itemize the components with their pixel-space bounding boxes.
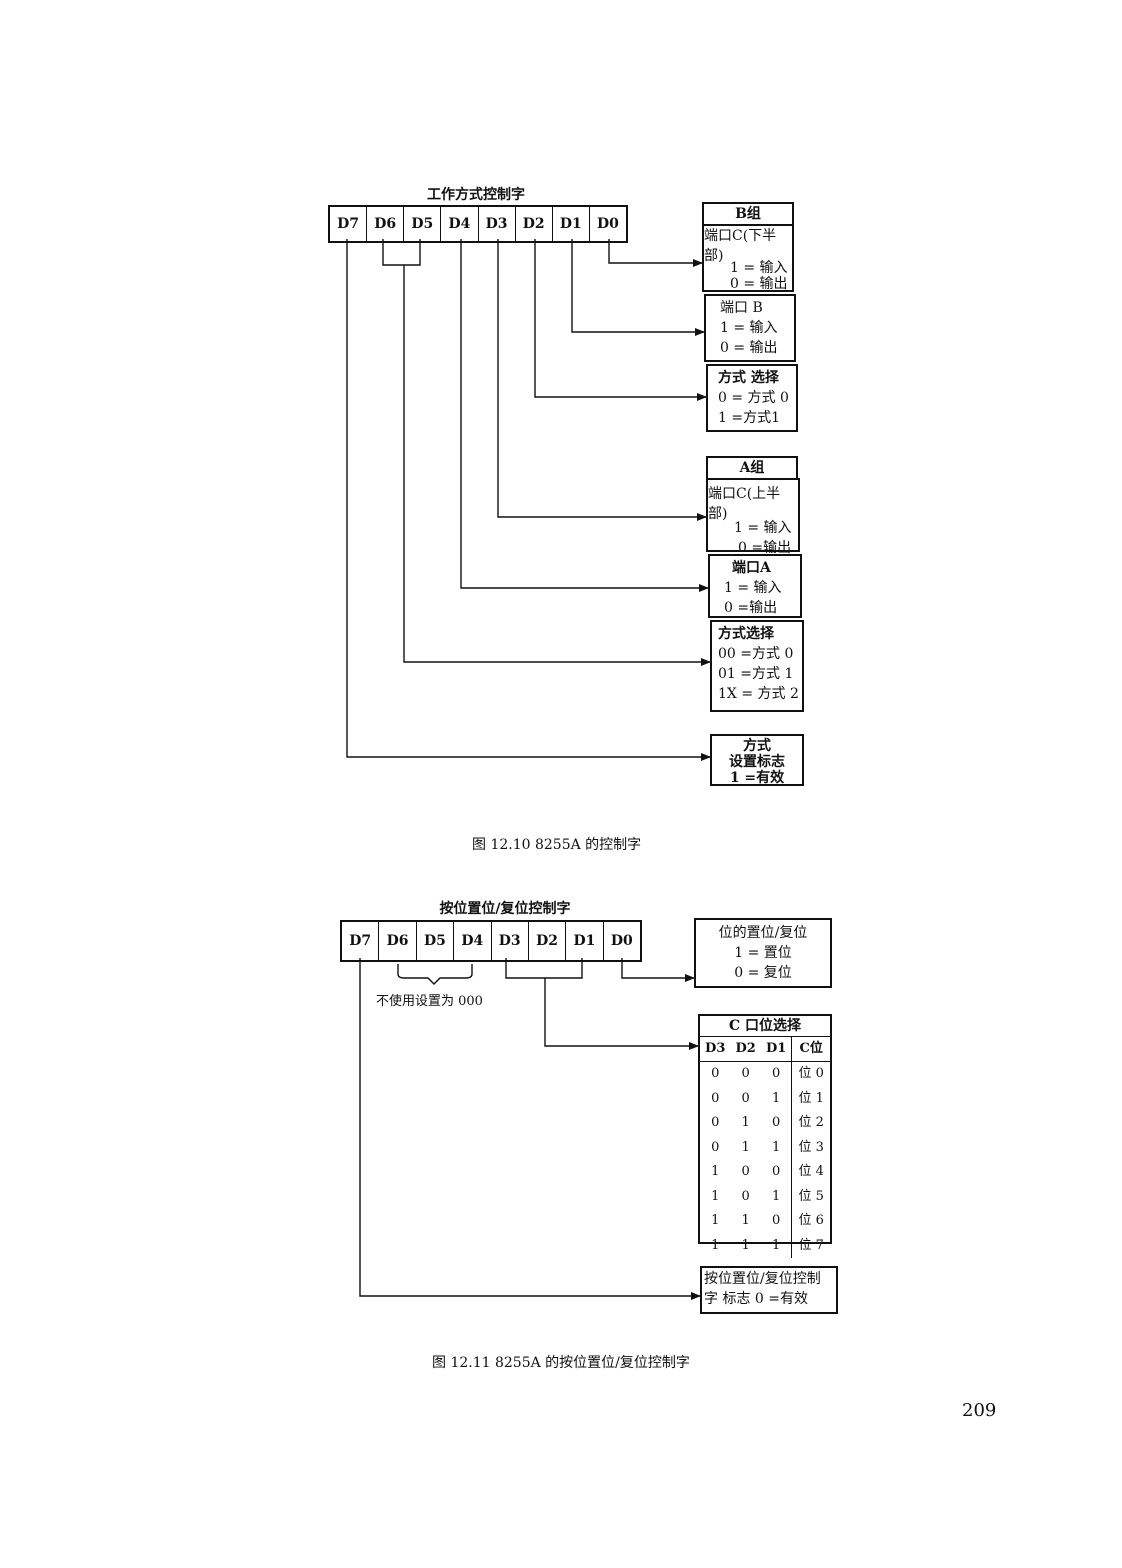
col-header: D2 bbox=[730, 1037, 761, 1062]
fig1-bit-d0: D0 bbox=[596, 216, 619, 232]
table-row: 0 0 0 位 0 bbox=[700, 1061, 830, 1087]
wire-d1 bbox=[571, 239, 705, 336]
fig1-bit-d3: D3 bbox=[479, 207, 516, 241]
fig2-bit-d4: D4 bbox=[454, 922, 492, 960]
group-a-mode-select-box: 方式选择 00 =方式 0 01 =方式 1 1X = 方式 2 bbox=[710, 620, 804, 712]
fig2-bit-d1: D1 bbox=[566, 922, 604, 960]
fig1-bit-d7: D7 bbox=[330, 207, 368, 241]
fig1-bit-d6: D6 bbox=[367, 207, 405, 241]
table-cell: 0 bbox=[772, 1164, 781, 1180]
set-reset-box: 位的置位/复位 1 = 置位 0 = 复位 bbox=[694, 918, 832, 988]
port-c-lower-box: 端口C(下半 部) 1 = 输入 0 = 输出 bbox=[702, 224, 794, 292]
fig2-register: D7 D6 D5 D4 D3 D2 D1 D0 bbox=[340, 920, 642, 962]
unused-bits-note: 不使用设置为 000 bbox=[376, 994, 483, 1009]
table-cell: 0 bbox=[772, 1066, 781, 1082]
fig1-bit-d1: D1 bbox=[553, 207, 590, 241]
table-cell: 位 6 bbox=[791, 1209, 830, 1234]
table-row: 1 0 1 位 5 bbox=[700, 1184, 830, 1209]
table-cell: 1 bbox=[711, 1164, 720, 1180]
table-cell: 0 bbox=[772, 1115, 781, 1131]
col-header: D3 bbox=[700, 1037, 731, 1062]
table-cell: 位 2 bbox=[791, 1111, 830, 1136]
fig2-bit-d6: D6 bbox=[379, 922, 417, 960]
wire-d6-d5 bbox=[403, 265, 711, 666]
table-row: 0 1 1 位 3 bbox=[700, 1135, 830, 1160]
table-cell: 1 bbox=[711, 1213, 720, 1229]
c-bit-select-header: C 口位选择 bbox=[700, 1016, 830, 1037]
group-b-header: B组 bbox=[702, 202, 794, 226]
group-b-mode-select-box: 方式 选择 0 = 方式 0 1 =方式1 bbox=[706, 364, 798, 432]
table-row: 0 1 0 位 2 bbox=[700, 1111, 830, 1136]
fig1-register: D7 D6 D5 D4 D3 D2 D1 D0 bbox=[328, 205, 628, 243]
table-cell: 1 bbox=[772, 1188, 781, 1204]
table-cell: 0 bbox=[711, 1090, 720, 1106]
wire-d3 bbox=[497, 239, 707, 521]
fig2-bit-d2: D2 bbox=[529, 922, 567, 960]
table-cell: 1 bbox=[711, 1237, 720, 1253]
fig1-bit-d4: D4 bbox=[441, 207, 479, 241]
table-cell: 位 1 bbox=[791, 1086, 830, 1111]
table-row: 1 0 0 位 4 bbox=[700, 1160, 830, 1185]
table-cell: 1 bbox=[772, 1237, 781, 1253]
table-cell: 1 bbox=[741, 1213, 750, 1229]
table-cell: 0 bbox=[711, 1066, 720, 1082]
fig1-register-title: 工作方式控制字 bbox=[427, 187, 525, 203]
wire2-d3-d1 bbox=[544, 978, 699, 1050]
port-b-box: 端口 B 1 = 输入 0 = 输出 bbox=[704, 294, 796, 362]
fig1-bit-d5: D5 bbox=[404, 207, 442, 241]
fig2-bit-d3: D3 bbox=[492, 922, 529, 960]
table-cell: 0 bbox=[711, 1115, 720, 1131]
table-cell: 0 bbox=[711, 1139, 720, 1155]
mode-flag-box: 方式 设置标志 1 =有效 bbox=[710, 734, 804, 786]
table-cell: 0 bbox=[741, 1164, 750, 1180]
fig2-bit-d7: D7 bbox=[342, 922, 380, 960]
table-cell: 0 bbox=[772, 1213, 781, 1229]
wire2-unused-brace bbox=[397, 964, 473, 985]
bit-set-reset-flag-box: 按位置位/复位控制 字 标志 0 =有效 bbox=[700, 1266, 838, 1314]
table-cell: 位 0 bbox=[791, 1061, 830, 1087]
table-cell: 1 bbox=[741, 1237, 750, 1253]
table-cell: 1 bbox=[711, 1188, 720, 1204]
table-cell: 位 5 bbox=[791, 1184, 830, 1209]
table-cell: 位 3 bbox=[791, 1135, 830, 1160]
fig2-caption: 图 12.11 8255A 的按位置位/复位控制字 bbox=[432, 1355, 690, 1371]
page-number: 209 bbox=[962, 1400, 997, 1421]
wire-d4 bbox=[460, 239, 709, 592]
table-cell: 位 4 bbox=[791, 1160, 830, 1185]
col-header: C位 bbox=[791, 1037, 830, 1062]
table-cell: 位 7 bbox=[791, 1233, 830, 1258]
wire-d7 bbox=[346, 239, 711, 761]
fig1-caption: 图 12.10 8255A 的控制字 bbox=[472, 837, 642, 853]
fig2-register-title: 按位置位/复位控制字 bbox=[439, 901, 571, 917]
port-c-upper-box: 端口C(上半 部) 1 = 输入 0 =输出 bbox=[706, 478, 800, 556]
table-cell: 0 bbox=[741, 1066, 750, 1082]
table-cell: 1 bbox=[741, 1115, 750, 1131]
port-a-box: 端口A 1 = 输入 0 =输出 bbox=[708, 554, 802, 618]
wire-d2 bbox=[534, 239, 707, 401]
table-row: 1 1 0 位 6 bbox=[700, 1209, 830, 1234]
table-row: 0 0 1 位 1 bbox=[700, 1086, 830, 1111]
fig1-bit-d2: D2 bbox=[516, 207, 553, 241]
table-cell: 1 bbox=[772, 1139, 781, 1155]
col-header: D1 bbox=[760, 1037, 792, 1062]
table-cell: 0 bbox=[741, 1188, 750, 1204]
table-cell: 1 bbox=[741, 1139, 750, 1155]
table-cell: 1 bbox=[772, 1090, 781, 1106]
fig2-bit-d0: D0 bbox=[610, 933, 633, 949]
fig2-bit-d5: D5 bbox=[417, 922, 455, 960]
table-row: 1 1 1 位 7 bbox=[700, 1233, 830, 1258]
group-a-header: A组 bbox=[706, 456, 798, 480]
table-cell: 0 bbox=[741, 1090, 750, 1106]
